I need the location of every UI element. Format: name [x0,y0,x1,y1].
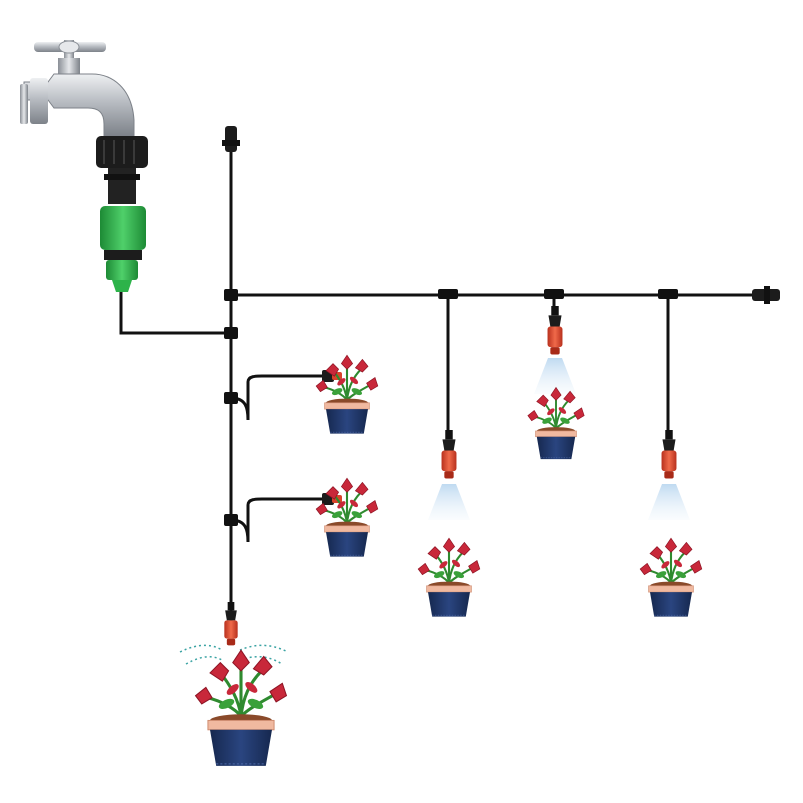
tubing [119,150,760,625]
flower-pot-icon [314,353,380,435]
flower-pot-icon [417,537,481,618]
end-plug-top [222,126,240,152]
mist-nozzle-2 [534,306,576,394]
flower-pot-icon [193,648,289,768]
mist-nozzle-bottom [179,602,289,665]
threaded-adapter-icon [96,136,148,204]
mist-nozzle-1 [428,430,470,520]
water-faucet-icon [20,40,135,137]
flower-pot-icon [526,386,586,461]
end-plug-right [752,286,780,304]
mist-nozzle-3 [648,430,690,520]
flower-pot-icon [639,537,703,618]
flower-pot-icon [314,476,380,558]
tee-connectors [224,289,678,526]
quick-connector-icon [100,206,146,292]
